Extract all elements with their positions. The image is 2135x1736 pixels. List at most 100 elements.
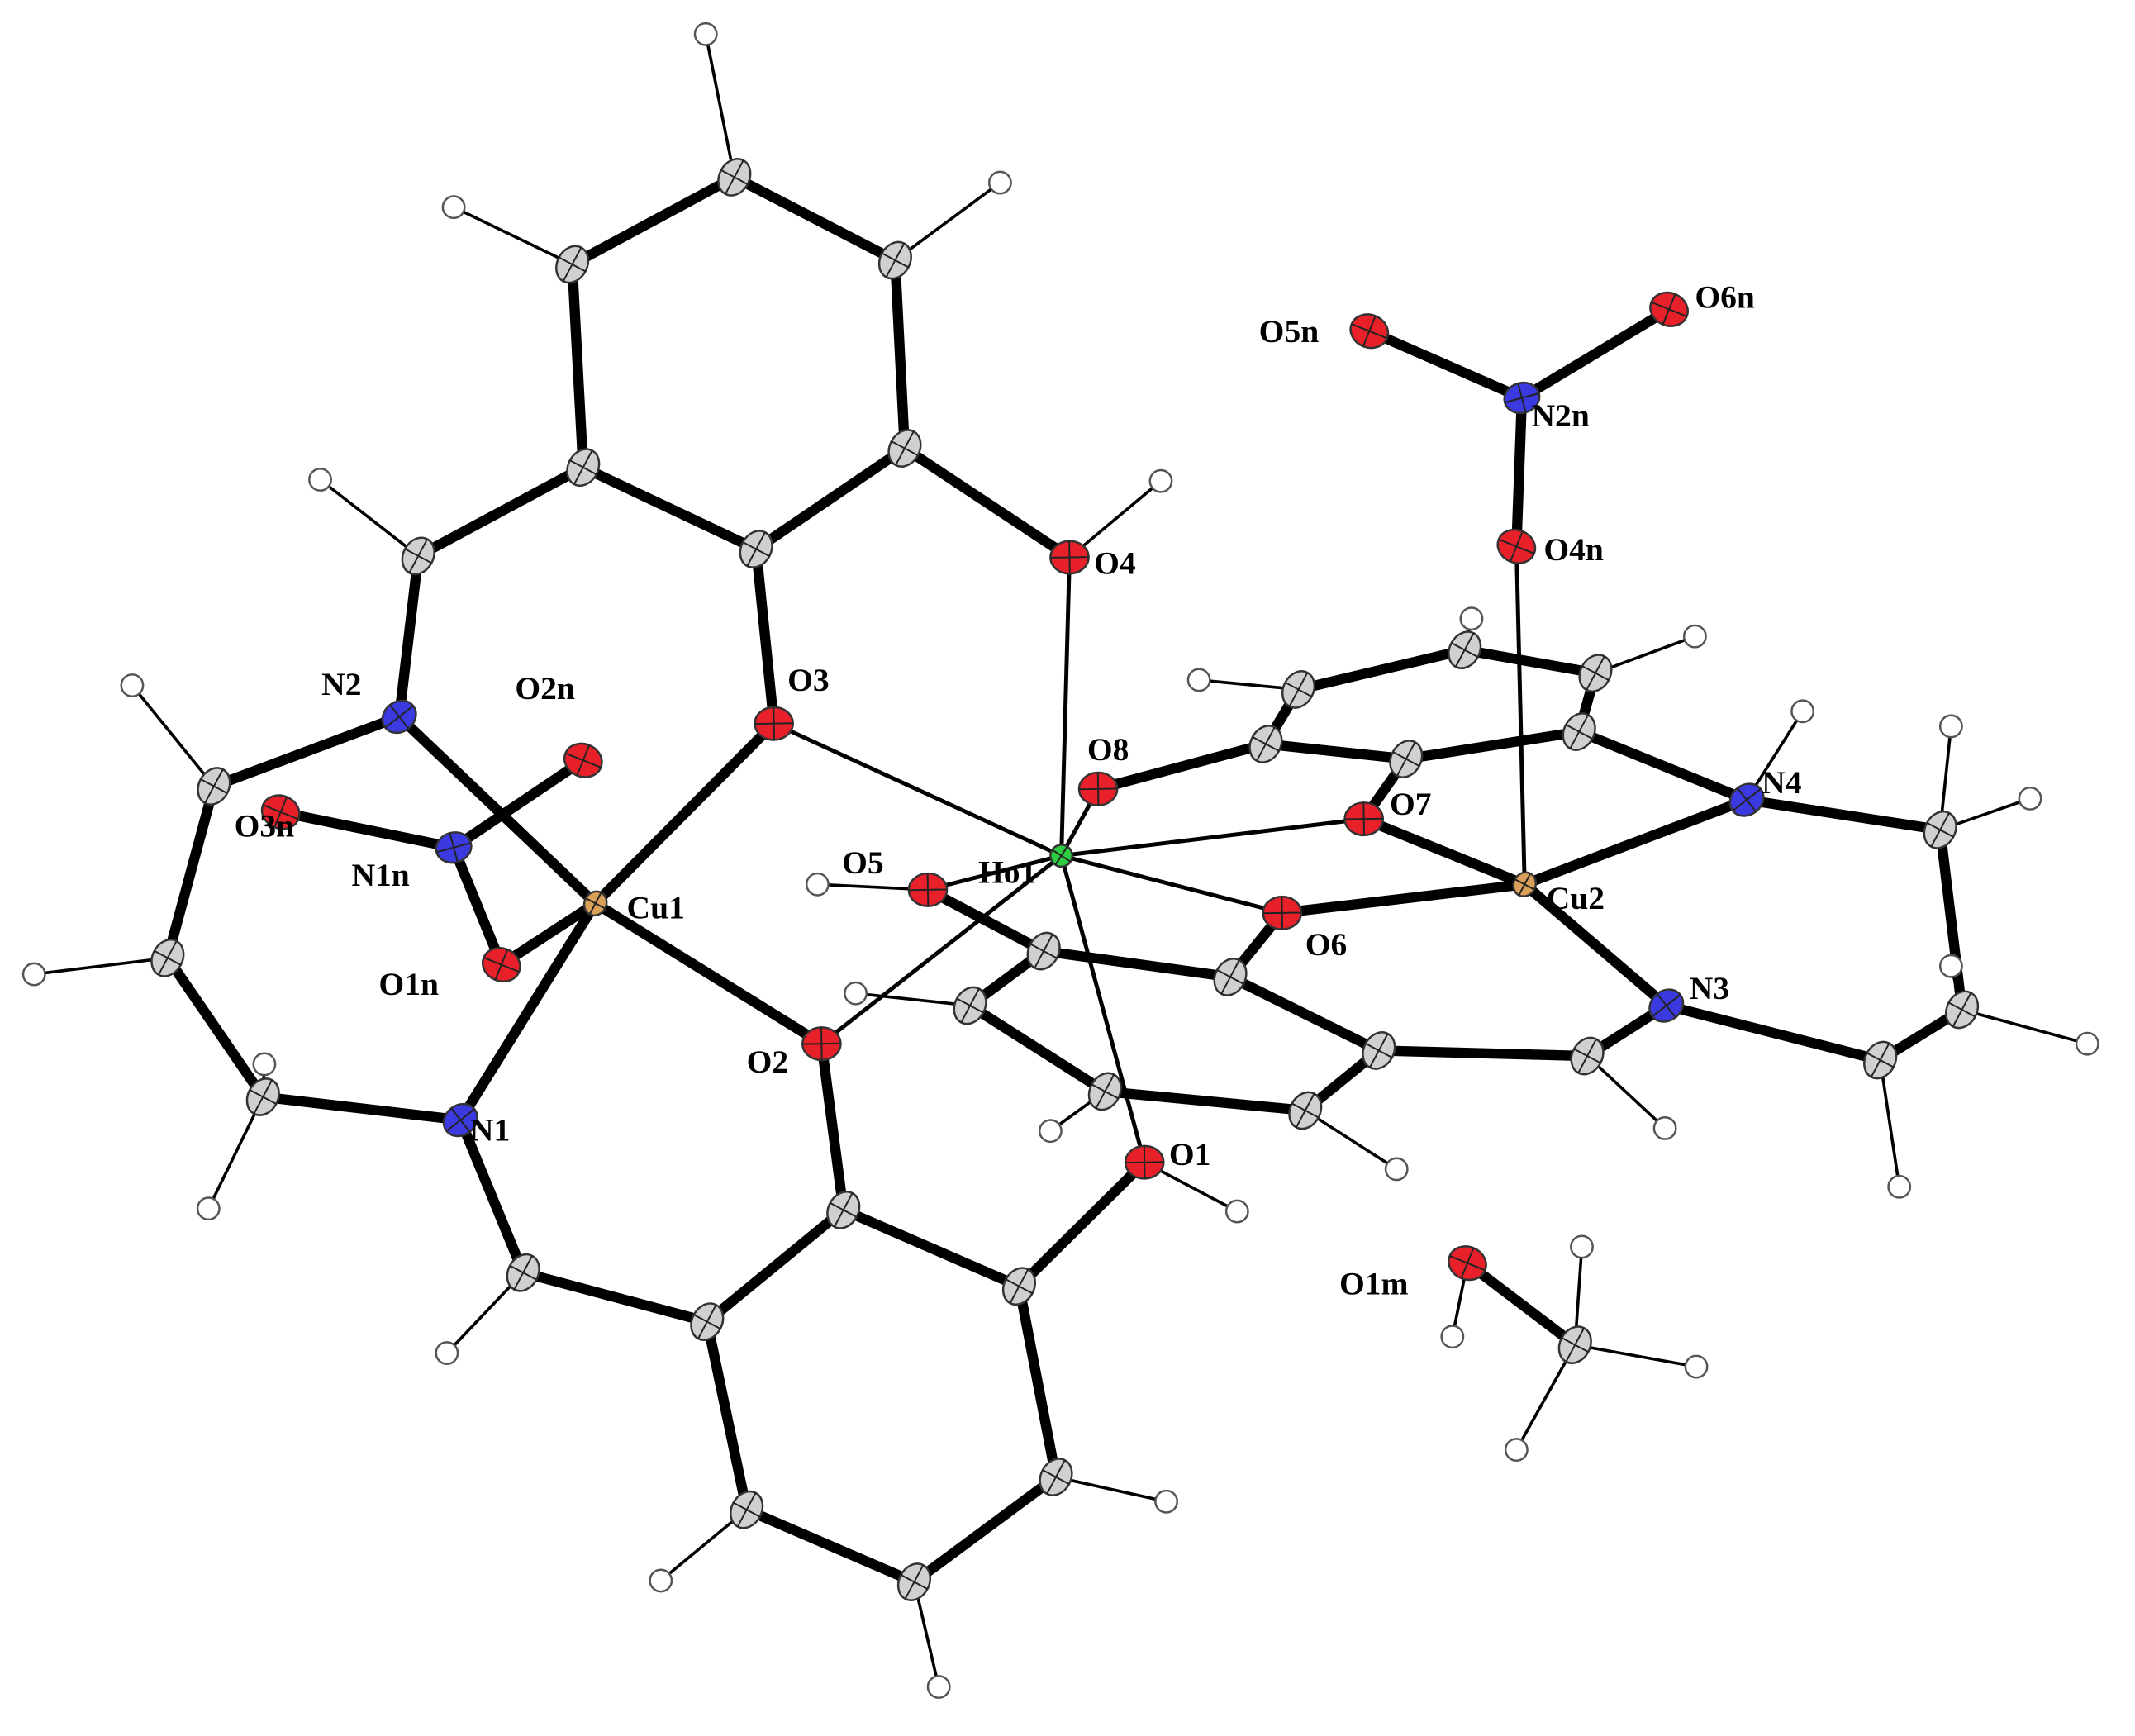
label-Ho1: Ho1 [978,854,1036,891]
hydrogen-atom [693,21,718,46]
hydrogen-atom [1887,1174,1912,1199]
carbon-atom [1562,712,1596,751]
bond-N4-Cu2 [1519,794,1752,890]
bond-Cl1-Cl2 [162,781,220,963]
carbon-atom [1362,1031,1396,1070]
hydrogen-atom [1440,1325,1465,1349]
bond-Cc5-Cc6 [1224,972,1384,1056]
bond-Cb5-Cb6 [701,1316,752,1515]
bond-Ca7-H4 [318,478,421,558]
bond-Cl3-N1 [258,1092,466,1125]
carbon-atom [1448,630,1482,669]
oxygen-atom [1262,895,1303,930]
bond-Cc2-H18 [854,992,972,1007]
oxygen-atom [1049,540,1090,575]
bond-Ca3-Ca4 [751,443,911,554]
label-O6n: O6n [1695,279,1755,316]
bond-Cl1-H6 [131,683,216,788]
label-O8: O8 [1087,731,1129,768]
label-O3: O3 [787,662,830,698]
copper-atom [1512,871,1538,897]
labels-layer: Ho1 Cu1 Cu2 O1 O2 O3 O4 O5 O6 O7 O8 N1 N… [235,279,1802,1302]
hydrogen-atom [1652,1116,1677,1140]
bond-Cl2-H7 [32,956,169,976]
hydrogen-atom [926,1675,951,1699]
bond-Ce1-Ce2 [1935,825,1967,1015]
oxygen-atom [1124,1144,1165,1180]
bond-N1n-O3n [275,806,459,853]
hydrogen-atom [1684,1354,1709,1379]
carbon-atom [730,1490,764,1529]
oxygen-atom [1496,528,1537,564]
hydrogen-atom [252,1052,277,1077]
hydrogen-atom [1504,1438,1529,1463]
carbon-atom [197,767,231,806]
hydrogen-atom [120,673,145,697]
carbon-atom [739,530,773,568]
bond-Cd2-H19 [1197,678,1300,692]
bond-Cd3-Cd4 [1459,644,1601,678]
bond-N2-Cu1 [393,711,601,909]
label-O1n: O1n [378,966,439,1002]
carbon-atom [566,448,601,487]
label-O5n: O5n [1259,313,1320,350]
bond-Ca6-Ca1 [567,172,740,270]
oxygen-atom [1649,291,1689,327]
oxygen-atom [1077,771,1119,806]
carbon-atom [877,240,912,280]
atoms-layer [21,21,2099,1699]
carbon-atom [1026,931,1061,971]
bond-O6-Cu2 [1277,879,1530,919]
hydrogen-atom [308,468,332,492]
carbon-atom [953,986,987,1025]
bond-Cb3-H12 [1054,1475,1168,1504]
bond-Ca3-O4 [899,443,1075,563]
hydrogen-atom [1224,1199,1249,1224]
carbon-atom [245,1077,280,1116]
bond-O2-Cu1 [590,898,827,1049]
nitrogen-atom [1503,381,1541,415]
bond-O7-Ho1 [1059,816,1367,858]
hydrogen-atom [1682,624,1707,649]
oxygen-atom [563,742,603,778]
hydrogen-atom [1186,668,1211,692]
bond-Ca5-Ca6 [567,259,588,473]
bond-O2-Ho1 [819,854,1064,1046]
bond-O3-Ho1 [772,721,1064,858]
carbon-atom [1281,670,1316,709]
hydrogen-atom [1459,606,1484,631]
hydrogen-atom [2075,1031,2099,1056]
bond-O1m-Cm1 [1462,1258,1581,1350]
label-O4: O4 [1094,545,1136,581]
bond-Ca4-Ca5 [578,462,762,554]
label-N1: N1 [470,1111,510,1148]
label-N3: N3 [1690,970,1729,1006]
bond-Cb2-O1 [1014,1157,1150,1291]
carbon-atom [1248,725,1283,763]
bond-Cb1-Cb2 [838,1205,1025,1291]
carbon-atom [1001,1267,1037,1306]
bond-Cl3-H8 [207,1095,265,1210]
bond-N4-Ce1 [1741,794,1946,835]
bond-O3-Cu1 [590,718,779,909]
label-O2: O2 [747,1044,789,1080]
bond-O8-Cd1 [1092,739,1272,795]
bond-N2n-O4n [1511,392,1528,552]
bond-Cc4-H15 [1303,1109,1399,1171]
label-O5: O5 [842,844,884,881]
carbon-atom [1557,1325,1592,1364]
hydrogen-atom [1148,468,1173,493]
label-O1: O1 [1169,1136,1211,1172]
nitrogen-atom [381,699,417,735]
label-O7: O7 [1390,786,1432,822]
nitrogen-atom [442,1102,478,1138]
bond-Cc5-Cc7 [1373,1045,1593,1062]
hydrogen-atom [1154,1489,1178,1514]
bond-Ce3-N3 [1661,1000,1885,1066]
hydrogen-atom [987,170,1012,195]
nitrogen-atom [1648,988,1685,1023]
label-Cu2: Cu2 [1547,880,1605,916]
carbon-atom [896,1562,932,1601]
bond-O1-Ho1 [1059,854,1147,1165]
